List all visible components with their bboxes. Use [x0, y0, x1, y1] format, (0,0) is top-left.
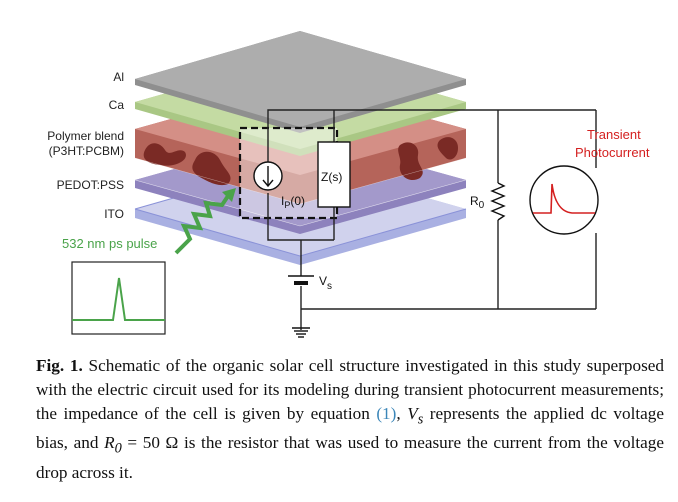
voltage-label: Vs [319, 274, 332, 292]
label-polymer-2: (P3HT:PCBM) [49, 144, 124, 158]
label-al: Al [113, 70, 124, 84]
current-source-label: IP(0) [281, 194, 305, 210]
label-ito: ITO [104, 207, 124, 221]
pulse-label: 532 nm ps pulse [62, 236, 157, 251]
figure-number: Fig. 1. [36, 356, 83, 375]
transient-label-2: Photocurrent [575, 145, 650, 160]
caption-text-4: = 50 Ω is the resistor that was used to … [36, 433, 664, 482]
r0-symbol: R0 [104, 433, 122, 457]
impedance-label: Z(s) [321, 170, 342, 184]
impedance-box [317, 141, 351, 208]
resistor-label: R0 [470, 194, 485, 211]
caption-text-2: , [396, 404, 408, 423]
laser-pulse-arrow-icon [174, 188, 236, 255]
circuit-wires [267, 109, 597, 330]
caption-text-1: Schematic of the organic solar cell stru… [36, 356, 664, 423]
transient-meter-icon [529, 165, 599, 235]
voltage-source-icon [288, 275, 314, 285]
label-polymer-1: Polymer blend [47, 129, 124, 143]
resistor-icon [490, 182, 506, 221]
vs-symbol: Vs [407, 404, 424, 428]
solar-cell-schematic: IP(0) Z(s) R0 Transient Photocurrent Vs … [47, 31, 650, 338]
caption-text-3: represents the applied dc voltage bias, … [36, 404, 664, 453]
transient-label-1: Transient [587, 127, 641, 142]
al-layer [135, 31, 466, 133]
pulse-waveform [72, 277, 165, 321]
label-pedot: PEDOT:PSS [57, 178, 124, 192]
pulse-plot-box [71, 261, 166, 335]
equation-reference-link[interactable]: (1) [376, 404, 397, 423]
figure-caption: Fig. 1. Schematic of the organic solar c… [36, 354, 664, 485]
label-ca: Ca [109, 98, 125, 112]
ground-icon [292, 327, 310, 338]
current-source-icon [253, 161, 283, 191]
